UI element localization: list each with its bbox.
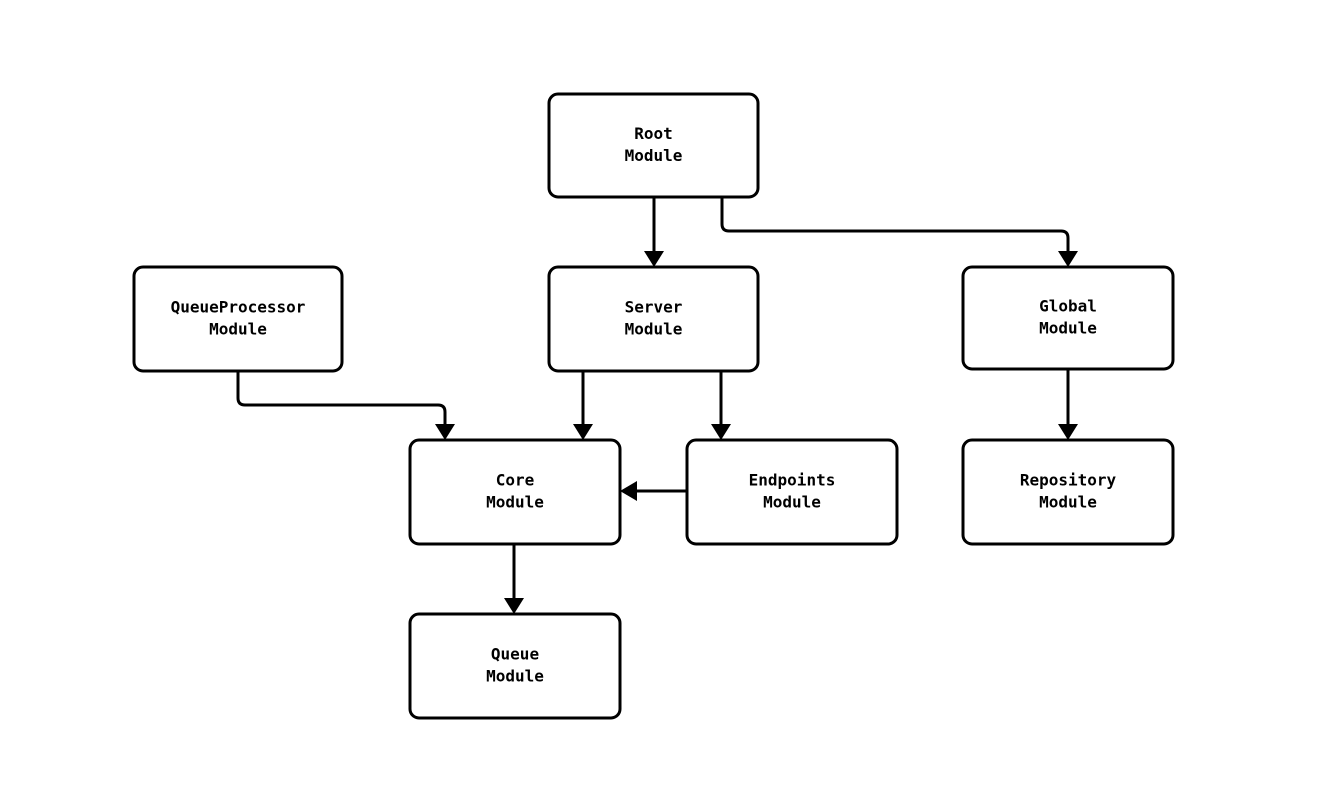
edge-root-to-server (644, 197, 664, 267)
node-label-line1: Core (496, 471, 535, 490)
node-label-line1: Endpoints (749, 471, 836, 490)
arrow-head-icon (711, 424, 731, 440)
node-label-line2: Module (486, 493, 544, 512)
node-label-line1: Root (634, 124, 673, 143)
arrow-head-icon (1058, 251, 1078, 267)
arrow-head-icon (435, 424, 455, 440)
edge-queueprocessor-to-core (236, 371, 455, 440)
node-box[interactable] (961, 265, 1175, 371)
node-box[interactable] (547, 265, 760, 373)
arrow-head-icon (573, 424, 593, 440)
edge-line (236, 371, 447, 425)
node-label-line2: Module (1039, 319, 1097, 338)
node-box[interactable] (547, 92, 760, 199)
node-box[interactable] (961, 438, 1175, 546)
node-label-line1: Repository (1020, 471, 1117, 490)
edge-server-to-core (573, 371, 593, 440)
edge-endpoints-to-core (620, 481, 687, 501)
node-box[interactable] (408, 438, 622, 546)
node-label-line1: Global (1039, 297, 1097, 316)
edge-global-to-repository (1058, 369, 1078, 440)
arrow-head-icon (504, 598, 524, 614)
node-box[interactable] (408, 612, 622, 720)
nodes-layer: RootModuleQueueProcessorModuleServerModu… (132, 92, 1175, 720)
edge-core-to-queue (504, 544, 524, 614)
node-label-line2: Module (625, 320, 683, 339)
arrow-head-icon (644, 251, 664, 267)
edge-server-to-endpoints (711, 371, 731, 440)
node-label-line1: Server (625, 298, 683, 317)
arrow-head-icon (620, 481, 637, 501)
arrow-head-icon (1058, 424, 1078, 440)
node-label-line1: Queue (491, 645, 539, 664)
edges-layer (236, 197, 1078, 614)
node-label-line2: Module (209, 320, 267, 339)
node-label-line2: Module (486, 667, 544, 686)
edge-root-to-global (720, 197, 1078, 267)
node-label-line2: Module (625, 146, 683, 165)
node-box[interactable] (132, 265, 344, 373)
node-box[interactable] (685, 438, 899, 546)
node-label-line2: Module (763, 493, 821, 512)
node-label-line1: QueueProcessor (171, 298, 306, 317)
node-label-line2: Module (1039, 493, 1097, 512)
edge-line (720, 197, 1070, 252)
